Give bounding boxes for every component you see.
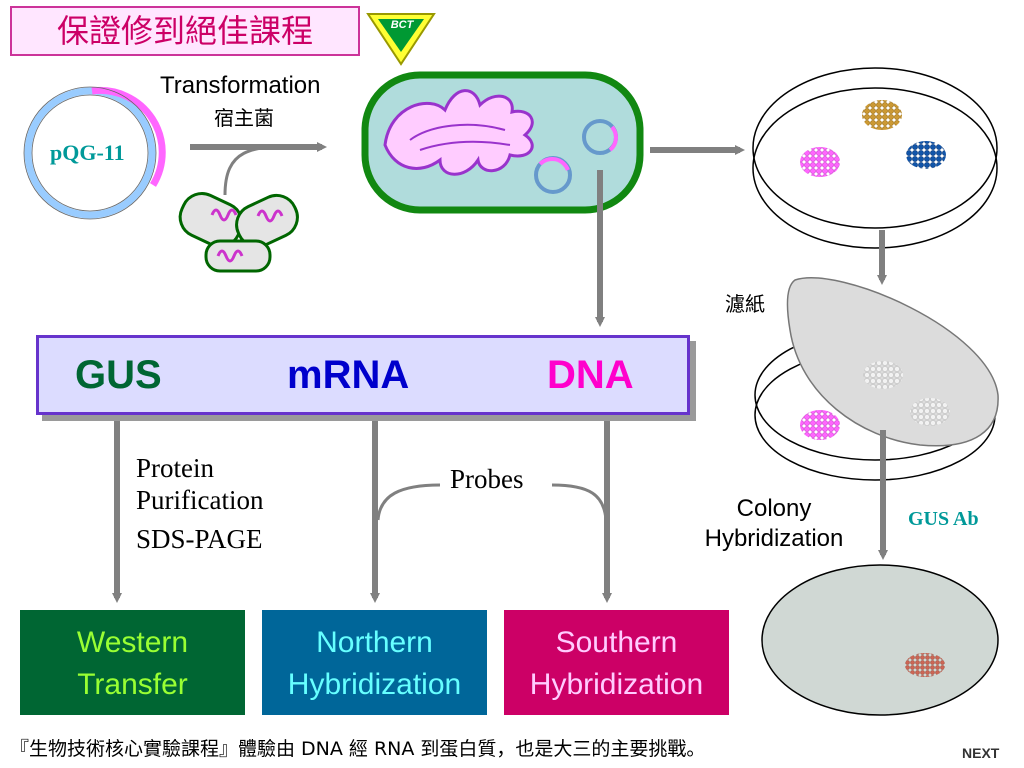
protein-purification-label: Protein Purification <box>136 452 263 516</box>
plasmid-icon <box>23 86 166 220</box>
host-entry-arrow <box>223 145 301 196</box>
gus-ab-label: GUS Ab <box>908 508 979 530</box>
transformed-cell-icon <box>361 71 644 214</box>
northern-line-2: Hybridization <box>287 668 462 701</box>
western-transfer-box: Western Transfer <box>20 610 245 715</box>
probes-bracket-right <box>551 483 608 521</box>
transformation-label: Transformation <box>160 72 321 99</box>
southern-line-2: Hybridization <box>529 668 704 701</box>
filter-label: 濾紙 <box>725 292 765 316</box>
colony-line-2: Hybridization <box>704 525 844 552</box>
filter-paper-icon <box>754 277 999 481</box>
host-label: 宿主菌 <box>214 106 274 130</box>
gus-label: GUS <box>75 353 162 397</box>
probes-label: Probes <box>450 464 524 494</box>
gene-expression-bar: GUS mRNA DNA <box>36 335 690 415</box>
footer-caption: 『生物技術核心實驗課程』體驗由 DNA 經 RNA 到蛋白質，也是大三的主要挑戰… <box>10 738 706 760</box>
colony-line-1: Colony <box>736 495 812 522</box>
membrane-result-icon <box>761 564 999 716</box>
protein-line-2: Purification <box>136 485 264 515</box>
sds-page-label: SDS-PAGE <box>136 524 263 554</box>
western-line-2: Transfer <box>77 668 188 701</box>
petri-dish-icon <box>752 67 998 249</box>
protein-line-1: Protein <box>136 453 214 483</box>
northern-hybridization-box: Northern Hybridization <box>262 610 487 715</box>
host-bacteria-icon <box>178 192 299 273</box>
probes-bracket-left <box>376 483 441 521</box>
mrna-label: mRNA <box>287 353 410 397</box>
southern-line-1: Southern <box>555 626 678 659</box>
dna-label: DNA <box>547 353 634 397</box>
plasmid-label: pQG-11 <box>50 140 125 165</box>
colony-hybridization-label: Colony Hybridization <box>690 494 858 554</box>
southern-hybridization-box: Southern Hybridization <box>504 610 729 715</box>
bct-logo-icon <box>366 13 436 66</box>
bct-logo-text: BCT <box>390 19 414 31</box>
northern-line-1: Northern <box>316 626 433 659</box>
next-button[interactable]: NEXT <box>962 745 1000 761</box>
western-line-1: Western <box>76 626 189 659</box>
page-title: 保證修到絕佳課程 <box>10 6 360 56</box>
